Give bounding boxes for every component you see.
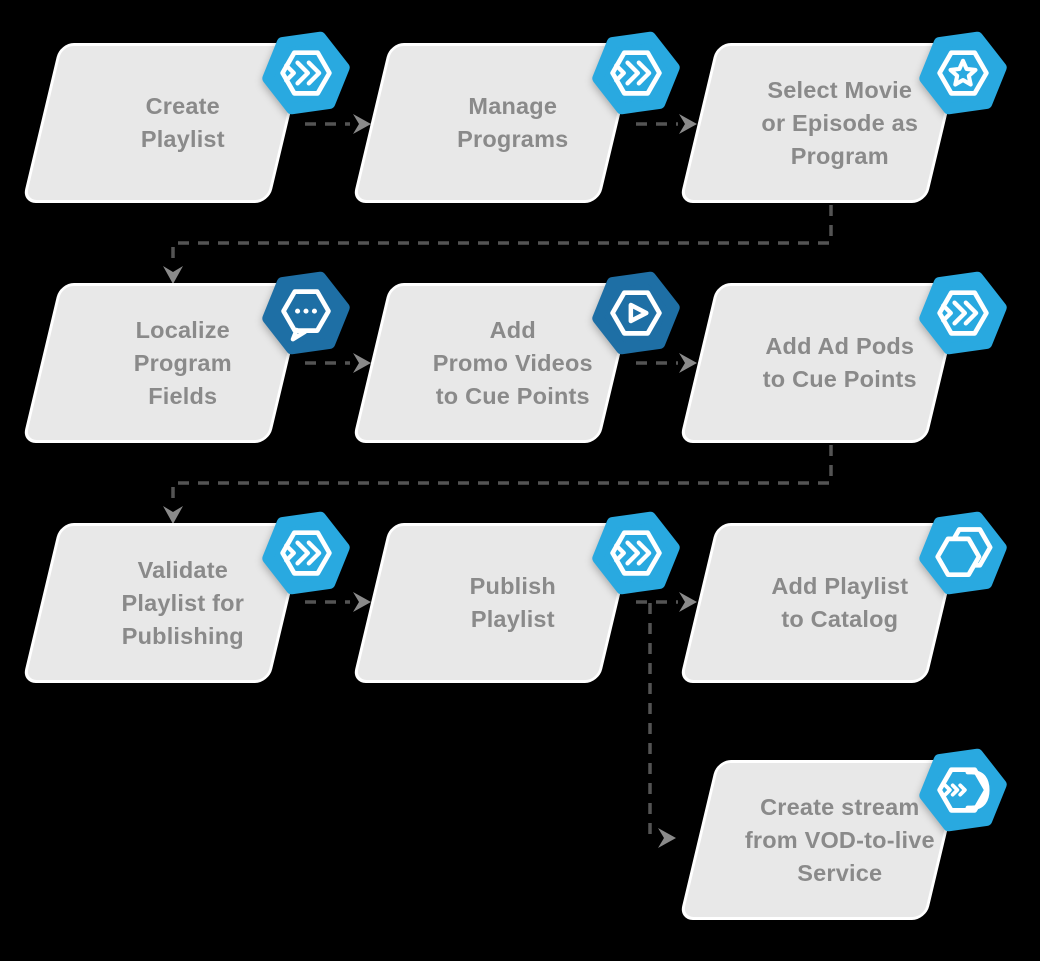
node-label-add-ad-pods: Add Ad Pods to Cue Points bbox=[762, 333, 917, 392]
fast-forward-hexagon-icon bbox=[589, 28, 683, 118]
stacked-hexagons-icon bbox=[916, 508, 1010, 598]
fast-forward-hexagon-icon bbox=[259, 28, 353, 118]
star-hexagon-icon bbox=[916, 28, 1010, 118]
arrowhead-right-icon bbox=[353, 353, 371, 373]
node-label-add-promo: Add Promo Videos to Cue Points bbox=[432, 316, 593, 409]
arrowhead-right-icon bbox=[679, 592, 697, 612]
edge-line-adpods-to-validate bbox=[171, 445, 833, 504]
node-label-add-to-catalog: Add Playlist to Catalog bbox=[771, 573, 909, 632]
node-label-localize-fields: Localize Program Fields bbox=[133, 316, 232, 409]
node-label-select-movie: Select Movie or Episode as Program bbox=[761, 76, 919, 169]
arrowhead-down-icon bbox=[163, 266, 183, 284]
arrowhead-right-icon bbox=[679, 114, 697, 134]
fast-forward-hexagon-icon bbox=[916, 268, 1010, 358]
node-label-validate-playlist: Validate Playlist for Publishing bbox=[121, 556, 245, 649]
play-hexagon-icon bbox=[589, 268, 683, 358]
chat-bubble-icon bbox=[259, 268, 353, 358]
arrowhead-right-icon bbox=[679, 353, 697, 373]
edge-line-select-to-localize bbox=[171, 205, 833, 264]
vod-stream-loop-icon bbox=[916, 745, 1010, 835]
node-label-vod-to-live: Create stream from VOD-to-live Service bbox=[744, 793, 935, 886]
arrowhead-right-icon bbox=[658, 828, 676, 848]
arrowhead-down-icon bbox=[163, 506, 183, 524]
arrowhead-right-icon bbox=[353, 114, 371, 134]
edge-line-publish-to-vod bbox=[648, 603, 654, 839]
node-label-create-playlist: Create Playlist bbox=[140, 93, 225, 152]
fast-forward-hexagon-icon bbox=[259, 508, 353, 598]
node-label-publish-playlist: Publish Playlist bbox=[469, 573, 556, 632]
node-label-manage-programs: Manage Programs bbox=[457, 93, 569, 152]
fast-forward-hexagon-icon bbox=[589, 508, 683, 598]
arrowhead-right-icon bbox=[353, 592, 371, 612]
